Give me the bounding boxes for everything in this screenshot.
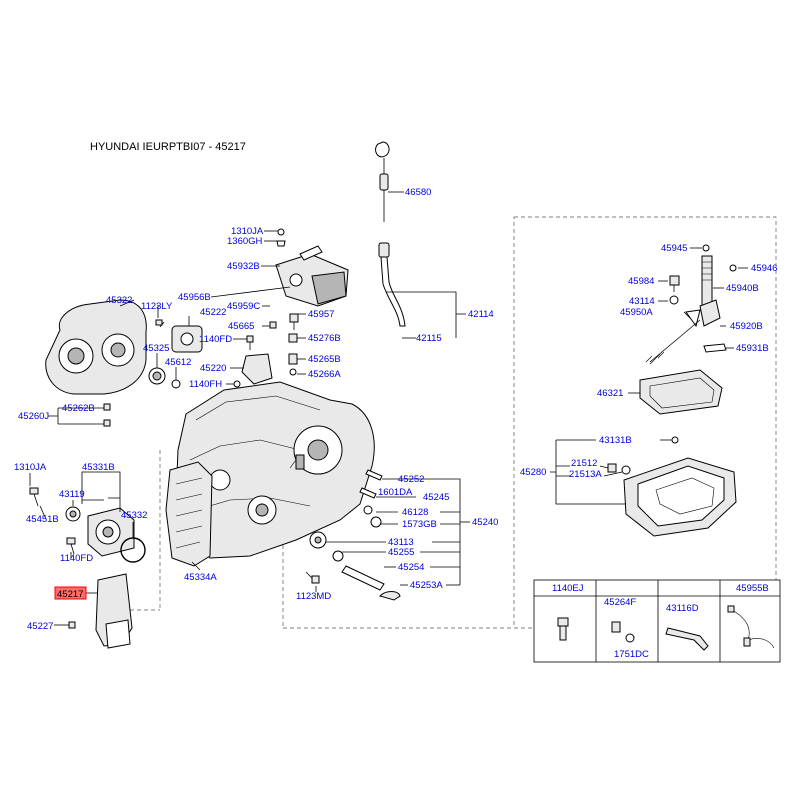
part-label-1123ly[interactable]: 1123LY: [141, 301, 173, 312]
dipstick-part: [375, 141, 390, 222]
label-45217[interactable]: 45217: [57, 589, 83, 600]
inhibitor-switch-part: [275, 228, 349, 307]
part-label-45266a[interactable]: 45266A: [308, 369, 341, 380]
part-label-45946[interactable]: 45946: [751, 263, 777, 274]
part-label-45945[interactable]: 45945: [661, 243, 687, 254]
seal-45325-part: [148, 367, 181, 389]
part-label-45332[interactable]: 45332: [121, 510, 147, 521]
sealant-tube-icon: [665, 627, 709, 651]
part-label-45931b[interactable]: 45931B: [736, 343, 769, 354]
highlight-45217[interactable]: 45217: [54, 586, 87, 600]
part-label-1573gb[interactable]: 1573GB: [402, 519, 437, 530]
part-label-45959c[interactable]: 45959C: [227, 301, 260, 312]
part-label-45322[interactable]: 45322: [106, 295, 132, 306]
bracket-45220-part: [233, 353, 273, 388]
bolts-group: [29, 313, 401, 629]
accessory-table: 1140EJ 43116D 45955B 45264F 1751DC: [533, 579, 781, 663]
part-label-45260j[interactable]: 45260J: [18, 411, 49, 422]
table-header-4: 45955B: [736, 583, 769, 594]
part-label-45265b[interactable]: 45265B: [308, 354, 341, 365]
plate-45217-part: [95, 573, 133, 649]
part-label-45276b[interactable]: 45276B: [308, 333, 341, 344]
part-label-45984[interactable]: 45984: [628, 276, 654, 287]
dipstick-tube-part: [378, 242, 406, 327]
part-label-1310ja[interactable]: 1310JA: [14, 462, 47, 473]
part-label-21513a[interactable]: 21513A: [569, 469, 602, 480]
part-label-1360gh[interactable]: 1360GH: [227, 236, 263, 247]
oil-filter-part: [639, 369, 723, 415]
part-label-1601da[interactable]: 1601DA: [378, 487, 413, 498]
part-label-43113[interactable]: 43113: [388, 537, 414, 548]
part-label-43114[interactable]: 43114: [629, 296, 655, 307]
cover-45322-part: [45, 299, 147, 395]
part-label-45940b[interactable]: 45940B: [726, 283, 759, 294]
part-number-labels: 4658042114421151310JA1360GH45932B45956B4…: [14, 187, 777, 632]
table-header-1: 1140EJ: [552, 583, 584, 594]
part-label-45254[interactable]: 45254: [398, 562, 424, 573]
part-label-45252[interactable]: 45252: [398, 474, 424, 485]
part-label-45612[interactable]: 45612: [165, 357, 191, 368]
part-label-1140fd[interactable]: 1140FD: [60, 553, 93, 564]
part-label-43131b[interactable]: 43131B: [599, 435, 632, 446]
part-label-45665[interactable]: 45665: [228, 321, 254, 332]
manual-shaft-part: [645, 244, 737, 365]
part-label-1123md[interactable]: 1123MD: [296, 591, 331, 602]
pump-part: [171, 325, 203, 353]
part-label-43119[interactable]: 43119: [59, 489, 85, 500]
part-label-45245[interactable]: 45245: [423, 492, 449, 503]
part-label-46321[interactable]: 46321: [597, 388, 623, 399]
table-label-1751dc[interactable]: 1751DC: [614, 649, 649, 660]
oil-pan-part: [607, 436, 737, 537]
bolt-1140ej-icon: [557, 617, 569, 641]
part-label-45253a[interactable]: 45253A: [410, 580, 443, 591]
transaxle-housing-part: [175, 381, 375, 559]
part-label-45220[interactable]: 45220: [200, 363, 226, 374]
part-label-45957[interactable]: 45957: [308, 309, 334, 320]
part-label-1140fd[interactable]: 1140FD: [199, 334, 232, 345]
leader-lines: [29, 191, 748, 626]
part-label-42114[interactable]: 42114: [468, 309, 494, 320]
part-label-45262b[interactable]: 45262B: [62, 403, 95, 414]
part-label-45331b[interactable]: 45331B: [82, 462, 115, 473]
part-label-45950a[interactable]: 45950A: [620, 307, 653, 318]
part-label-46580[interactable]: 46580: [405, 187, 431, 198]
part-label-1140fh[interactable]: 1140FH: [189, 379, 222, 390]
part-label-45280[interactable]: 45280: [520, 467, 546, 478]
part-label-45334a[interactable]: 45334A: [184, 572, 217, 583]
part-label-45227[interactable]: 45227: [27, 621, 53, 632]
oil-seal-43119-part: [65, 506, 81, 522]
fitting-45264f-icon: [611, 621, 635, 643]
part-label-45956b[interactable]: 45956B: [178, 292, 211, 303]
part-label-45222[interactable]: 45222: [200, 307, 226, 318]
part-label-45240[interactable]: 45240: [472, 517, 498, 528]
part-label-45920b[interactable]: 45920B: [730, 321, 763, 332]
part-label-45932b[interactable]: 45932B: [227, 261, 260, 272]
part-label-45255[interactable]: 45255: [388, 547, 414, 558]
wire-sensor-icon: [727, 605, 775, 649]
part-label-46128[interactable]: 46128: [402, 507, 428, 518]
part-label-21512[interactable]: 21512: [571, 458, 597, 469]
side-cover-part: [165, 461, 213, 567]
diagram-title: HYUNDAI IEURPTBI07 - 45217: [90, 141, 246, 153]
part-label-45451b[interactable]: 45451B: [26, 514, 59, 525]
table-label-45264f[interactable]: 45264F: [604, 597, 636, 608]
part-label-42115[interactable]: 42115: [416, 333, 442, 344]
part-label-45325[interactable]: 45325: [143, 343, 169, 354]
table-label-43116d[interactable]: 43116D: [666, 603, 699, 614]
part-label-1310ja[interactable]: 1310JA: [231, 226, 264, 237]
